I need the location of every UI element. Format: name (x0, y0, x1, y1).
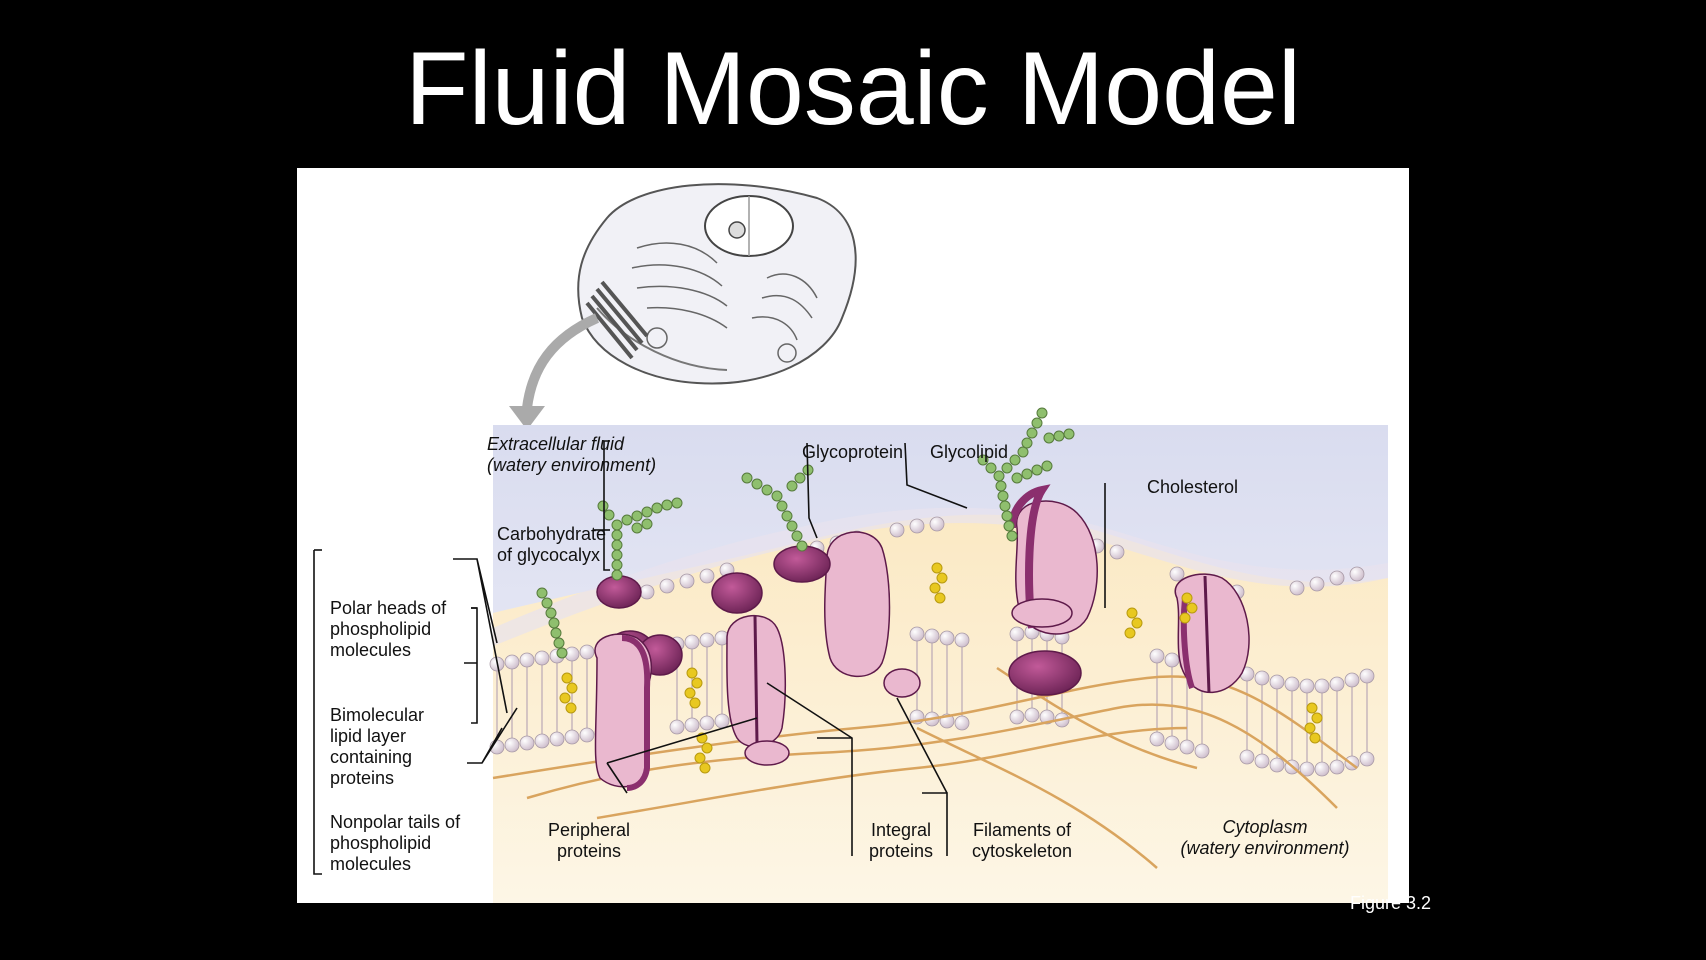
cell-illustration (509, 183, 857, 430)
label-polar-heads-3: molecules (330, 640, 411, 660)
label-bimolecular-2: lipid layer (330, 726, 406, 746)
label-cholesterol: Cholesterol (1147, 477, 1238, 497)
label-cytoplasm-sub: (watery environment) (1180, 838, 1349, 858)
label-bimolecular-1: Bimolecular (330, 705, 424, 725)
label-nonpolar-2: phospholipid (330, 833, 431, 853)
label-polar-heads-2: phospholipid (330, 619, 431, 639)
slide-title: Fluid Mosaic Model (405, 31, 1301, 147)
label-nonpolar-3: molecules (330, 854, 411, 874)
cholesterol-molecules (559, 562, 1323, 774)
label-carbohydrate-1: Carbohydrate (497, 524, 606, 544)
integral-protein-2 (726, 614, 790, 766)
diagram-labels: Extracellular fluid (watery environment)… (330, 434, 1350, 874)
label-bimolecular-4: proteins (330, 768, 394, 788)
label-peripheral-1: Peripheral (548, 820, 630, 840)
membrane-proteins (594, 484, 1250, 791)
label-extracellular-sub: (watery environment) (487, 455, 656, 475)
figure-number: Figure 3.2 (1350, 893, 1432, 913)
integral-protein-3 (711, 531, 921, 698)
label-polar-heads-1: Polar heads of (330, 598, 447, 618)
label-bimolecular-3: containing (330, 747, 412, 767)
label-glycoprotein: Glycoprotein (802, 442, 903, 462)
label-nonpolar-1: Nonpolar tails of (330, 812, 461, 832)
label-filaments-2: cytoskeleton (972, 841, 1072, 861)
label-integral-2: proteins (869, 841, 933, 861)
integral-protein-4 (1008, 484, 1098, 696)
label-glycolipid: Glycolipid (930, 442, 1008, 462)
integral-protein-1 (594, 633, 653, 791)
label-filaments-1: Filaments of (973, 820, 1072, 840)
cytoskeleton-filaments (492, 666, 1358, 869)
label-extracellular-fluid: Extracellular fluid (487, 434, 625, 454)
label-cytoplasm: Cytoplasm (1222, 817, 1307, 837)
membrane-diagram: Extracellular fluid (watery environment)… (313, 183, 1388, 903)
label-integral-1: Integral (871, 820, 931, 840)
membrane-figure: Extracellular fluid (watery environment)… (297, 168, 1409, 903)
label-carbohydrate-2: of glycocalyx (497, 545, 600, 565)
carbohydrate-chains (536, 407, 1075, 659)
label-peripheral-2: proteins (557, 841, 621, 861)
leader-lines (313, 440, 1106, 875)
